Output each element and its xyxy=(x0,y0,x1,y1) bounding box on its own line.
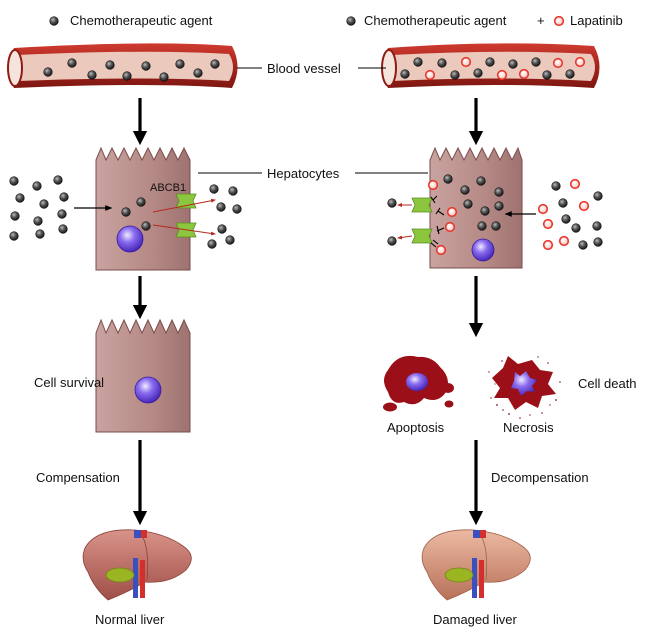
hepatocyte-right xyxy=(429,146,523,269)
nucleus-left xyxy=(116,225,144,253)
legend-right-text: Chemotherapeutic agent xyxy=(364,13,507,28)
legend-left-text: Chemotherapeutic agent xyxy=(70,13,213,28)
legend-chemo-ball-right xyxy=(346,16,356,26)
legend-lapatinib-text: Lapatinib xyxy=(570,13,623,28)
normal-liver xyxy=(82,529,192,601)
nucleus-right xyxy=(471,238,495,262)
hepatocyte-left xyxy=(95,146,191,271)
blood-vessel-left xyxy=(7,43,238,88)
nucleus-survival xyxy=(134,376,162,404)
necrotic-cell xyxy=(488,356,561,419)
hepatocytes-label: Hepatocytes xyxy=(267,166,340,181)
surviving-hepatocyte xyxy=(95,318,191,433)
decompensation-label: Decompensation xyxy=(491,470,589,485)
left-effluxed-drugs xyxy=(207,184,242,249)
apoptosis-label: Apoptosis xyxy=(387,420,445,435)
abcb1-transporter-left xyxy=(152,193,216,238)
abcb1-label: ABCB1 xyxy=(150,182,187,194)
normal-liver-label: Normal liver xyxy=(95,612,165,627)
cell-survival-label: Cell survival xyxy=(34,375,105,390)
flow-arrows xyxy=(132,98,484,526)
damaged-liver-label: Damaged liver xyxy=(433,612,517,627)
necrosis-label: Necrosis xyxy=(503,420,554,435)
cell-death-label: Cell death xyxy=(578,376,637,391)
compensation-label: Compensation xyxy=(36,470,120,485)
right-extracellular-drugs xyxy=(537,178,603,251)
abcb1-transporter-right-inhibited xyxy=(397,195,445,248)
legend-plus: + xyxy=(537,13,545,28)
legend-lapatinib-ball xyxy=(553,15,565,27)
right-effluxed-drugs xyxy=(387,198,397,246)
legend-chemo-ball-left xyxy=(49,16,59,26)
apoptotic-cell xyxy=(383,355,454,412)
blood-vessel-label: Blood vessel xyxy=(267,61,341,76)
left-extracellular-drugs xyxy=(9,175,69,241)
damaged-liver xyxy=(421,529,531,601)
